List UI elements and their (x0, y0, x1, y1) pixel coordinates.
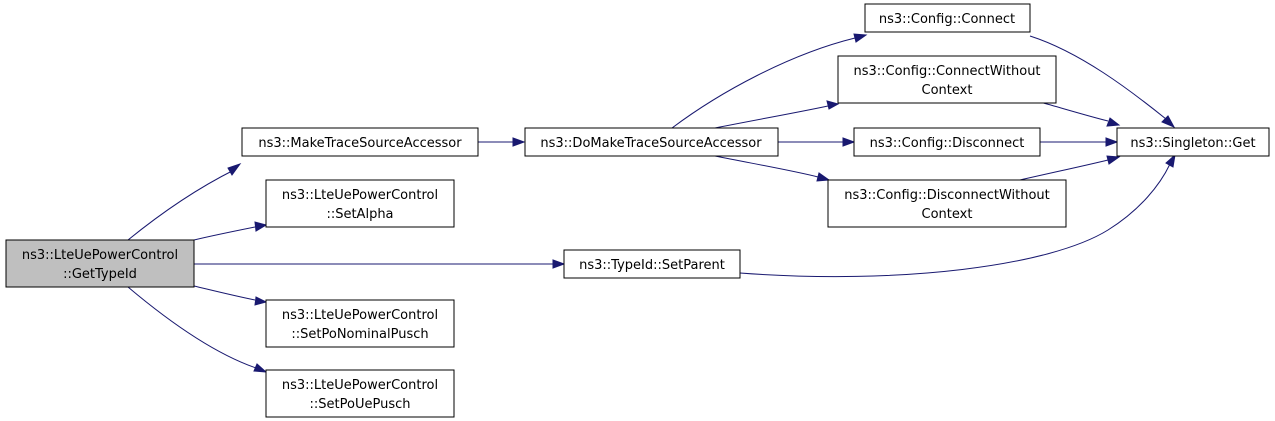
arrowhead (842, 137, 856, 147)
arrowhead (552, 259, 566, 269)
node-config-disconnect[interactable]: ns3::Config::Disconnect (853, 127, 1041, 157)
node-label-line-1: ns3::Config::Connect (879, 12, 1015, 27)
arrowhead (1161, 115, 1176, 129)
node-label-line-1: ns3::Config::DisconnectWithout (844, 188, 1050, 203)
node-label-line-1: ns3::MakeTraceSourceAccessor (258, 136, 462, 151)
arrowhead (1165, 153, 1176, 168)
node-label-line-1: ns3::TypeId::SetParent (579, 258, 725, 273)
node-label-line-2: Context (922, 83, 973, 98)
edge-domaketsa-disconnectwc (714, 155, 819, 178)
node-box (5, 239, 195, 288)
node-box (837, 55, 1057, 104)
node-gettypeid[interactable]: ns3::LteUePowerControl ::GetTypeId (5, 239, 195, 288)
node-box (265, 179, 455, 228)
arrowhead (853, 33, 868, 43)
arrowhead (227, 163, 242, 176)
arrowhead (254, 296, 268, 306)
node-maketracesourceaccessor[interactable]: ns3::MakeTraceSourceAccessor (241, 127, 479, 157)
node-config-disconnectwithoutcontext[interactable]: ns3::Config::DisconnectWithout Context (827, 179, 1067, 228)
edge-gettypeid-maketsa (127, 169, 235, 241)
edge-setparent-singleton (739, 163, 1171, 278)
node-label-line-2: Context (922, 207, 973, 222)
edge-domaketsa-connect (671, 37, 856, 129)
arrowhead (1106, 117, 1121, 127)
node-config-connect[interactable]: ns3::Config::Connect (864, 3, 1031, 33)
arrowhead (512, 137, 526, 147)
node-label-line-2: ::GetTypeId (63, 267, 137, 282)
edge-connect-singleton (1029, 35, 1167, 120)
node-box (1116, 127, 1270, 157)
node-box (241, 127, 479, 157)
arrowhead (1105, 137, 1119, 147)
node-label-line-2: ::SetAlpha (326, 207, 393, 222)
edge-gettypeid-setponominal (193, 285, 256, 301)
node-box (265, 299, 455, 348)
edge-disconnectwc-singleton (1019, 159, 1109, 181)
node-setpouepusch[interactable]: ns3::LteUePowerControl ::SetPoUePusch (265, 369, 455, 418)
edge-gettypeid-setalpha (193, 226, 256, 241)
node-box (563, 249, 741, 279)
node-label-line-1: ns3::LteUePowerControl (22, 248, 178, 263)
node-label-line-2: ::SetPoNominalPusch (291, 327, 428, 342)
node-config-connectwithoutcontext[interactable]: ns3::Config::ConnectWithout Context (837, 55, 1057, 104)
node-box (827, 179, 1067, 228)
edges-layer (127, 33, 1176, 373)
node-label-line-1: ns3::LteUePowerControl (282, 188, 438, 203)
edge-gettypeid-setpoue (127, 286, 257, 369)
node-label-line-1: ns3::LteUePowerControl (282, 378, 438, 393)
arrowhead (826, 100, 840, 110)
nodes-layer: ns3::LteUePowerControl ::GetTypeId ns3::… (5, 3, 1270, 418)
node-label-line-2: ::SetPoUePusch (310, 397, 411, 412)
node-label-line-1: ns3::Config::Disconnect (870, 136, 1025, 151)
node-box (853, 127, 1041, 157)
arrowhead (253, 363, 268, 373)
edge-connectwc-singleton (1039, 101, 1109, 122)
node-typeid-setparent[interactable]: ns3::TypeId::SetParent (563, 249, 741, 279)
arrowhead (1106, 155, 1121, 165)
node-label-line-1: ns3::Config::ConnectWithout (853, 64, 1040, 79)
node-singleton-get[interactable]: ns3::Singleton::Get (1116, 127, 1270, 157)
node-setalpha[interactable]: ns3::LteUePowerControl ::SetAlpha (265, 179, 455, 228)
node-setponominalpusch[interactable]: ns3::LteUePowerControl ::SetPoNominalPus… (265, 299, 455, 348)
arrowhead (254, 221, 268, 232)
node-box (265, 369, 455, 418)
node-label-line-1: ns3::Singleton::Get (1130, 136, 1255, 151)
arrowhead (816, 172, 831, 182)
edge-domaketsa-connectwc (714, 105, 829, 129)
node-box (864, 3, 1031, 33)
node-label-line-1: ns3::LteUePowerControl (282, 308, 438, 323)
node-domaketracesourceaccessor[interactable]: ns3::DoMakeTraceSourceAccessor (524, 127, 779, 157)
node-box (524, 127, 779, 157)
node-label-line-1: ns3::DoMakeTraceSourceAccessor (540, 136, 762, 151)
